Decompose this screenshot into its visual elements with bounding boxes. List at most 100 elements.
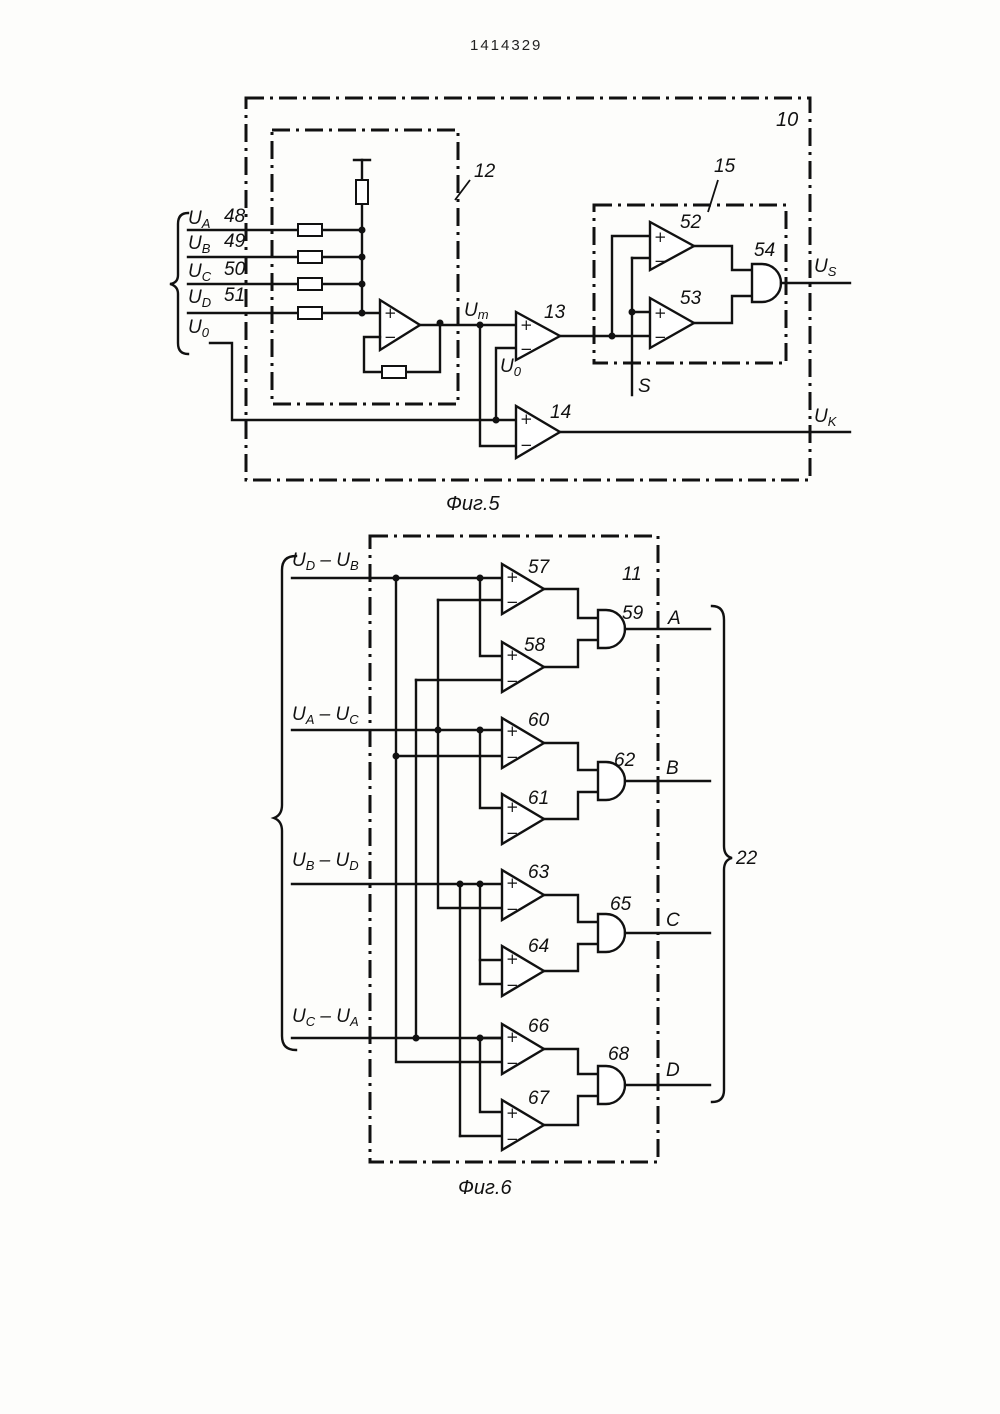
comparator-13-label: 13 <box>544 302 566 323</box>
svg-text:68: 68 <box>608 1044 630 1065</box>
input-ud-label: UD <box>188 287 211 310</box>
block-10-label: 10 <box>776 109 798 131</box>
resistor-48 <box>298 224 322 236</box>
comparator-57: + − 57 <box>502 557 551 614</box>
output-d-label: D <box>666 1060 680 1081</box>
svg-text:65: 65 <box>610 894 632 915</box>
input-uc-number: 50 <box>224 259 246 280</box>
and-gate-62: 62 B <box>544 743 710 819</box>
svg-text:+: + <box>506 646 519 664</box>
resistor-50 <box>298 278 322 290</box>
block-11-label: 11 <box>622 564 642 585</box>
gate-54-label: 54 <box>754 240 775 261</box>
svg-text:63: 63 <box>528 862 550 883</box>
svg-text:67: 67 <box>528 1088 551 1109</box>
comparator-14-label: 14 <box>550 402 571 423</box>
and-gate-68: 68 D <box>544 1044 710 1125</box>
u0-wire <box>210 343 496 420</box>
resistor-feedback <box>382 366 406 378</box>
svg-text:−: − <box>506 900 519 918</box>
comparator-58: + − 58 <box>502 635 546 692</box>
svg-text:+: + <box>520 316 533 334</box>
comparator-67: + − 67 <box>502 1088 551 1150</box>
s-label: S <box>638 376 651 397</box>
comparator-52-label: 52 <box>680 212 702 233</box>
comparator-63: + − 63 <box>502 862 550 920</box>
svg-text:−: − <box>506 1130 519 1148</box>
input-ua-minus-uc: UA – UC <box>292 704 359 727</box>
and-gate-65: 65 C <box>544 894 710 971</box>
fig6-input-brace <box>274 556 296 1050</box>
and-gate-59: 59 A <box>544 589 710 667</box>
output-c-label: C <box>666 910 680 931</box>
fig5-caption: Фиг.5 <box>446 493 500 515</box>
input-ub-minus-ud: UB – UD <box>292 850 359 873</box>
svg-text:+: + <box>506 1028 519 1046</box>
comparator-66: + − 66 <box>502 1016 550 1074</box>
input-ua-label: UA <box>188 208 210 231</box>
input-u0-label: U0 <box>188 317 210 340</box>
uk-label: UK <box>814 406 838 429</box>
comparator-61: + − 61 <box>502 788 549 844</box>
svg-text:+: + <box>506 722 519 740</box>
svg-text:−: − <box>520 436 533 454</box>
svg-text:+: + <box>506 1104 519 1122</box>
svg-text:−: − <box>506 976 519 994</box>
fig6-caption: Фиг.6 <box>458 1177 512 1199</box>
fig6-schematic: 11 UD – UB UA – UC UB – UD UC – UA <box>274 536 758 1199</box>
bus-396 <box>396 578 502 1062</box>
svg-text:+: + <box>654 228 667 246</box>
svg-text:59: 59 <box>622 603 644 624</box>
output-a-label: A <box>667 608 681 629</box>
svg-text:+: + <box>506 798 519 816</box>
block-15-leader <box>708 180 718 212</box>
svg-text:57: 57 <box>528 557 551 578</box>
and-gate-54 <box>752 264 781 302</box>
svg-text:+: + <box>520 410 533 428</box>
um-to-comp14 <box>480 325 516 446</box>
svg-text:66: 66 <box>528 1016 550 1037</box>
us-label: US <box>814 256 837 279</box>
fig5-input-brace <box>170 213 188 354</box>
svg-text:−: − <box>654 328 667 346</box>
input-ub-number: 49 <box>224 231 246 252</box>
block-12-label: 12 <box>474 161 496 182</box>
input-ua-number: 48 <box>224 206 246 227</box>
resistor-pullup <box>356 180 368 204</box>
svg-text:+: + <box>506 874 519 892</box>
fig5-input-labels: UA 48 UB 49 UC 50 UD 51 U0 <box>188 206 246 340</box>
um-label: Um <box>464 300 489 322</box>
svg-text:64: 64 <box>528 936 549 957</box>
svg-text:58: 58 <box>524 635 546 656</box>
svg-text:+: + <box>654 304 667 322</box>
svg-text:−: − <box>506 593 519 611</box>
input-ud-minus-ub: UD – UB <box>292 550 359 573</box>
svg-text:−: − <box>506 824 519 842</box>
svg-text:−: − <box>520 340 533 358</box>
comparator-60: + − 60 <box>502 710 550 768</box>
svg-text:−: − <box>654 252 667 270</box>
output-b-label: B <box>666 758 679 779</box>
svg-text:61: 61 <box>528 788 549 809</box>
svg-text:−: − <box>506 748 519 766</box>
output-brace <box>712 606 732 1102</box>
svg-text:−: − <box>506 672 519 690</box>
svg-text:60: 60 <box>528 710 550 731</box>
bracket-22-label: 22 <box>735 848 758 869</box>
resistor-49 <box>298 251 322 263</box>
svg-text:62: 62 <box>614 750 636 771</box>
page-number: 1414329 <box>470 37 542 54</box>
fig6-input-labels: UD – UB UA – UC UB – UD UC – UA <box>292 550 359 1029</box>
block-15-label: 15 <box>714 156 736 177</box>
comparator-64: + − 64 <box>502 936 549 996</box>
resistor-51 <box>298 307 322 319</box>
svg-text:−: − <box>506 1054 519 1072</box>
input-uc-minus-ua: UC – UA <box>292 1006 359 1029</box>
fig5-schematic: 10 12 15 UA 48 UB 49 UC 50 UD 51 U0 <box>170 98 850 515</box>
input-uc-label: UC <box>188 261 212 284</box>
svg-text:+: + <box>384 304 397 322</box>
comparator-53-label: 53 <box>680 288 702 309</box>
input-ub-label: UB <box>188 233 211 256</box>
